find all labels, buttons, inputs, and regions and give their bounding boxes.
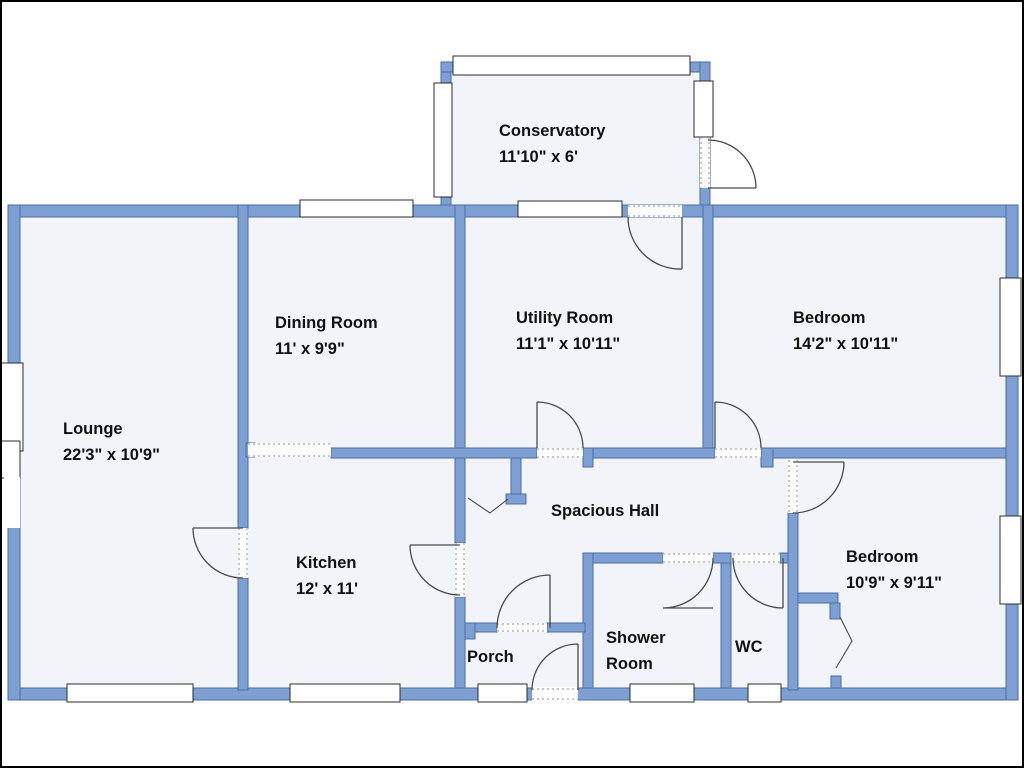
door-bedroom1 (714, 401, 762, 449)
room-label-wc: WC (735, 634, 763, 660)
room-name: Kitchen (296, 554, 357, 572)
door-kitchen-hall (409, 544, 461, 596)
opening-dotted-lines (238, 137, 798, 700)
door-bedroom2 (792, 461, 845, 514)
room-label-dining-room: Dining Room 11' x 9'9" (275, 310, 378, 362)
room-name: Conservatory (499, 122, 606, 140)
room-dims: 14'2" x 10'11" (793, 335, 899, 353)
door-lounge-kitchen (192, 527, 244, 579)
room-name: Bedroom (793, 309, 866, 327)
room-dims: 12' x 11' (296, 580, 358, 598)
room-label-shower-room: Shower Room (606, 625, 710, 677)
room-name: Porch (467, 648, 514, 666)
door-openings (238, 137, 798, 701)
room-label-lounge: Lounge 22'3" x 10'9" (63, 416, 160, 468)
room-dims: 22'3" x 10'9" (63, 446, 160, 464)
room-name: Lounge (63, 420, 123, 438)
room-dims: 11'10" x 6' (499, 148, 578, 166)
door-hall-porch (496, 574, 551, 629)
room-name: WC (735, 638, 763, 656)
door-conservatory-utility (627, 216, 683, 270)
room-label-utility-room: Utility Room 11'1" x 10'11" (516, 305, 620, 357)
windows (0, 55, 1022, 703)
room-name: Dining Room (275, 314, 378, 332)
room-label-porch: Porch (467, 644, 514, 670)
door-wc (732, 557, 784, 609)
room-label-conservatory: Conservatory 11'10" x 6' (499, 118, 605, 170)
closet-door-hall (467, 497, 509, 514)
room-dims: 11'1" x 10'11" (516, 335, 621, 353)
room-label-hall: Spacious Hall (551, 498, 659, 524)
door-shower-room (662, 557, 714, 609)
room-name: Utility Room (516, 309, 614, 327)
room-name: Spacious Hall (551, 502, 660, 520)
door-porch-entrance (531, 643, 579, 691)
room-label-bedroom-1: Bedroom 14'2" x 10'11" (793, 305, 898, 357)
room-name: Bedroom (846, 548, 919, 566)
closet-door-bedroom2 (835, 616, 853, 669)
door-swings (192, 139, 853, 691)
room-label-kitchen: Kitchen 12' x 11' (296, 550, 358, 602)
room-label-bedroom-2: Bedroom 10'9" x 9'11" (846, 544, 942, 596)
door-utility-hall (536, 401, 584, 449)
door-conservatory-exterior (707, 139, 757, 189)
room-name: Shower Room (606, 629, 666, 673)
room-dims: 10'9" x 9'11" (846, 574, 942, 592)
room-dims: 11' x 9'9" (275, 340, 345, 358)
